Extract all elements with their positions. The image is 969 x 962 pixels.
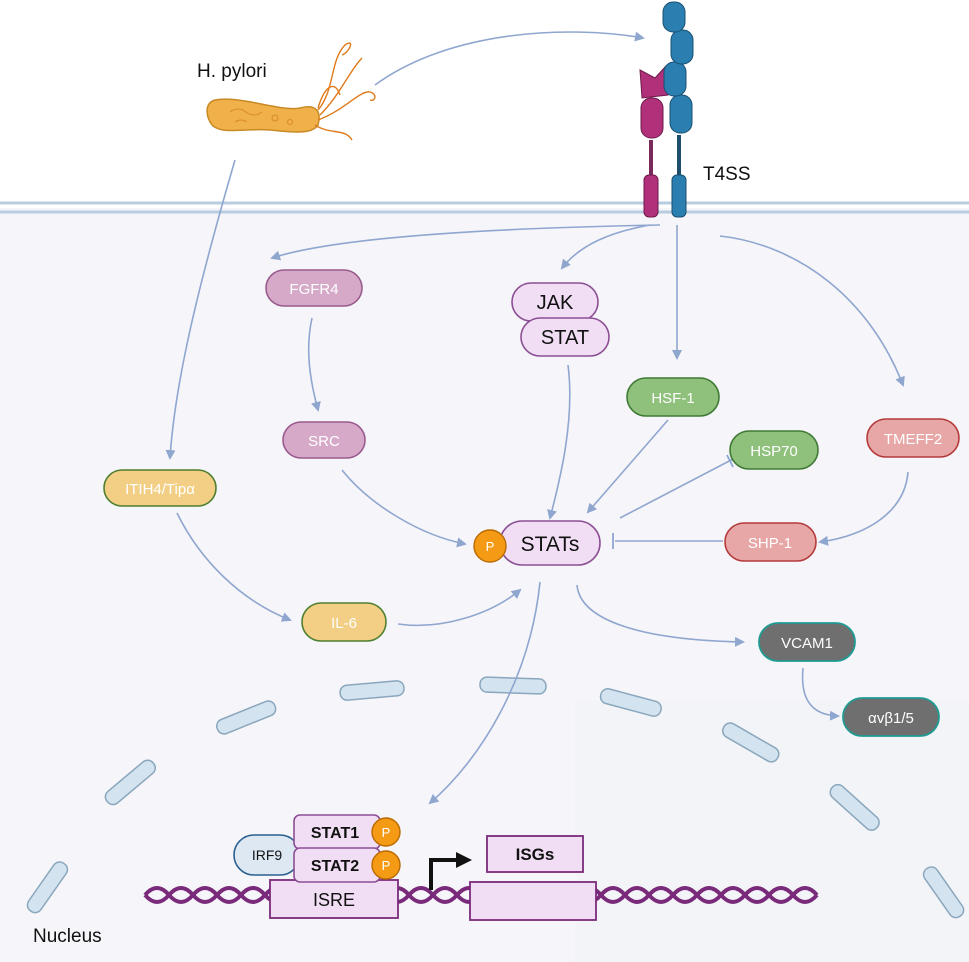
node-isgs: ISGs [486, 835, 584, 873]
transcription-start-arrow [429, 852, 472, 890]
node-vcam1: VCAM1 [758, 622, 856, 662]
svg-text:αvβ1/5: αvβ1/5 [868, 710, 914, 727]
nuclear-envelope [26, 676, 965, 919]
node-integrin: αvβ1/5 [842, 697, 940, 737]
node-stats: STATs [499, 520, 601, 566]
svg-text:IL-6: IL-6 [331, 615, 357, 632]
svg-text:ISRE: ISRE [313, 890, 355, 910]
h-pylori-bacterium [206, 42, 376, 141]
svg-text:ITIH4/Tipα: ITIH4/Tipα [125, 481, 195, 498]
svg-text:FGFR4: FGFR4 [289, 281, 338, 298]
node-irf9: IRF9 [233, 834, 301, 876]
svg-text:HSP70: HSP70 [750, 443, 798, 460]
svg-text:SRC: SRC [308, 433, 340, 450]
svg-text:STAT: STAT [541, 327, 589, 349]
node-shp1: SHP-1 [724, 522, 817, 562]
h-pylori-label: H. pylori [197, 61, 267, 82]
isre-element: ISRE [269, 879, 399, 919]
svg-text:IRF9: IRF9 [252, 847, 283, 863]
svg-text:VCAM1: VCAM1 [781, 635, 833, 652]
t4ss-label: T4SS [703, 164, 751, 185]
svg-text:P: P [382, 858, 391, 873]
svg-text:HSF-1: HSF-1 [651, 390, 694, 407]
svg-text:JAK: JAK [537, 292, 574, 314]
svg-text:STAT1: STAT1 [311, 825, 359, 842]
node-stat1: STAT1 [293, 814, 381, 850]
svg-text:SHP-1: SHP-1 [748, 535, 792, 552]
svg-text:P: P [382, 825, 391, 840]
svg-text:ISGs: ISGs [516, 845, 555, 864]
node-hsp70: HSP70 [729, 430, 819, 470]
node-tmeff2: TMEFF2 [866, 418, 960, 458]
node-fgfr4: FGFR4 [265, 269, 363, 307]
node-jak: JAK [511, 282, 599, 322]
node-stat: STAT [520, 317, 610, 357]
svg-text:STAT2: STAT2 [311, 858, 359, 875]
stat2-phospho-badge: P [371, 850, 401, 880]
t4ss-receptor [639, 1, 694, 218]
stat1-phospho-badge: P [371, 817, 401, 847]
node-il6: IL-6 [301, 602, 387, 642]
stats-phospho-badge: P [473, 529, 507, 563]
signaling-arrows [165, 31, 909, 805]
node-stat2: STAT2 [293, 847, 381, 883]
node-hsf1: HSF-1 [626, 377, 720, 417]
svg-text:P: P [486, 539, 495, 554]
node-itih4: ITIH4/Tipα [103, 469, 217, 507]
node-src: SRC [282, 421, 366, 459]
svg-text:STATs: STATs [521, 533, 580, 556]
nucleus-shading [575, 700, 969, 962]
nucleus-label: Nucleus [33, 926, 102, 947]
gene-body [469, 881, 597, 921]
svg-text:TMEFF2: TMEFF2 [884, 431, 942, 448]
cell-membrane [0, 201, 969, 214]
